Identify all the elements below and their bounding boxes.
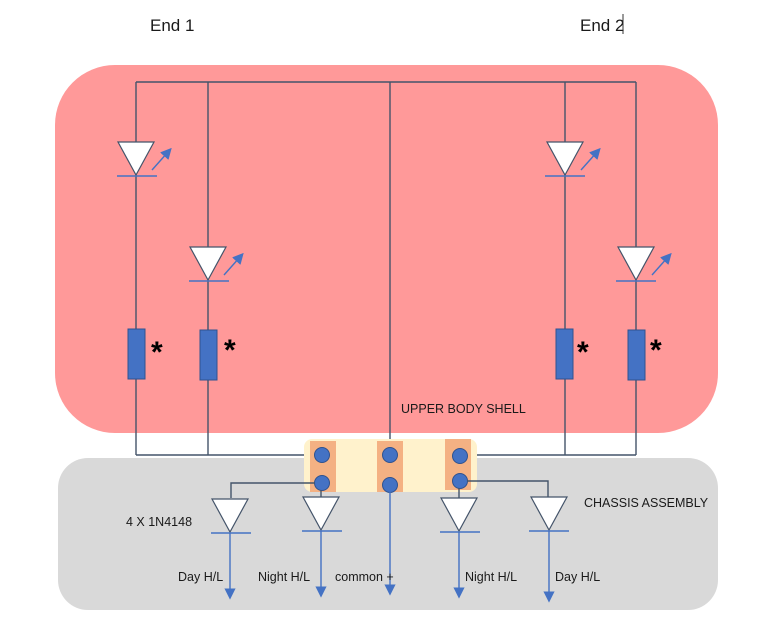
diode-night-end1 xyxy=(301,496,342,532)
diode-night-end2 xyxy=(439,497,480,533)
wire-pin-to-day-diode-end1 xyxy=(230,482,315,498)
light-emission-arrow-icon xyxy=(223,252,244,276)
output-label-common: common + xyxy=(335,570,394,584)
upper-body-shell-label: UPPER BODY SHELL xyxy=(401,402,526,416)
wire-pin-to-day-diode-end2 xyxy=(467,480,549,497)
resistor-note-mark: * xyxy=(577,336,589,369)
led-end1-b xyxy=(188,246,244,282)
resistor-end1-b xyxy=(199,329,218,381)
led-end1-a xyxy=(116,141,172,177)
led-end2-b xyxy=(616,246,672,282)
output-label-night-end2: Night H/L xyxy=(465,570,517,584)
light-emission-arrow-icon xyxy=(580,147,601,171)
connector xyxy=(304,439,477,493)
resistor-note-mark: * xyxy=(650,334,662,367)
chassis-assembly-label: CHASSIS ASSEMBLY xyxy=(584,496,709,510)
end-2-label: End 2 xyxy=(580,16,624,35)
upper-body-shell-region xyxy=(55,65,718,433)
resistor-note-mark: * xyxy=(224,334,236,367)
output-label-day-end1: Day H/L xyxy=(178,570,223,584)
resistor-end2-a xyxy=(555,328,574,380)
resistor-note-mark: * xyxy=(151,336,163,369)
end-1-label: End 1 xyxy=(150,16,194,35)
output-label-day-end2: Day H/L xyxy=(555,570,600,584)
diodes-label: 4 X 1N4148 xyxy=(126,515,192,529)
diode-day-end1 xyxy=(210,498,251,534)
resistor-end1-a xyxy=(127,328,146,380)
output-label-night-end1: Night H/L xyxy=(258,570,310,584)
connector-pin xyxy=(382,477,398,493)
chassis-assembly-region xyxy=(58,458,718,610)
connector-pin xyxy=(452,473,468,489)
light-emission-arrow-icon xyxy=(651,252,672,276)
connector-pin xyxy=(314,475,330,491)
led-end2-a xyxy=(545,141,601,177)
connector-pin xyxy=(314,447,330,463)
resistor-end2-b xyxy=(627,329,646,381)
light-emission-arrow-icon xyxy=(151,147,172,171)
connector-pin xyxy=(452,448,468,464)
connector-pin xyxy=(382,447,398,463)
